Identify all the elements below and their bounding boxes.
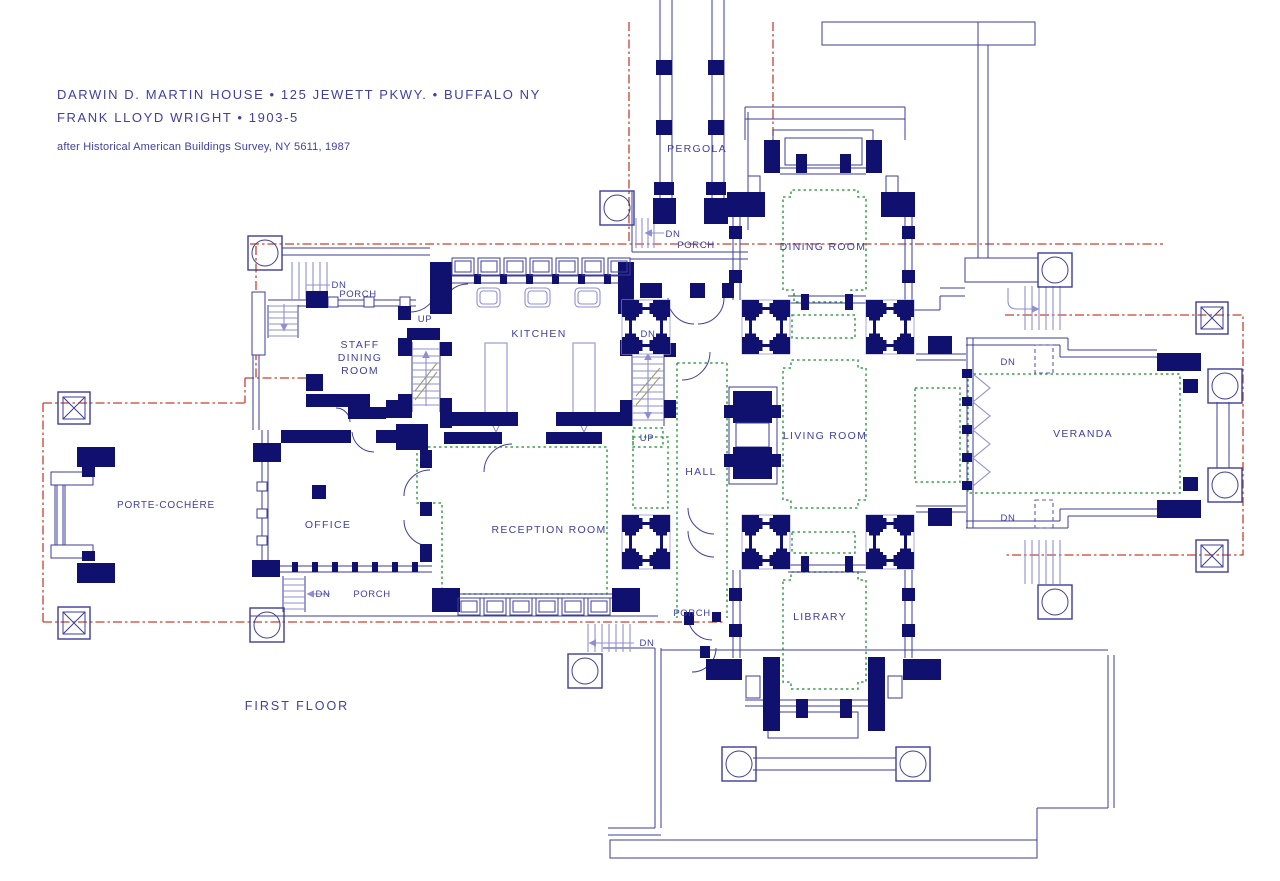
room-label-kitchen: KITCHEN (511, 328, 566, 340)
room-label-staff-dining-2: DINING (338, 352, 383, 364)
stair-label-dn-hall-stair: DN (641, 329, 656, 340)
drawing-title-line1: DARWIN D. MARTIN HOUSE • 125 JEWETT PKWY… (57, 87, 541, 102)
stair-label-dn-staff-porch: DN (332, 280, 347, 291)
room-label-veranda: VERANDA (1053, 428, 1113, 440)
porch-label-library: PORCH (673, 608, 710, 619)
room-label-staff-dining-1: STAFF (341, 339, 380, 351)
fireplace (724, 386, 781, 485)
room-label-pergola: PERGOLA (667, 143, 727, 155)
masonry-piers (77, 60, 1201, 731)
stair-label-dn-veranda-north: DN (1001, 357, 1016, 368)
drawing-attribution: after Historical American Buildings Surv… (57, 141, 350, 153)
stair-label-dn-entry-porch: DN (666, 229, 681, 240)
stair-label-dn-office-porch: DN (316, 589, 331, 600)
room-label-porte-cochere: PORTE-COCHÉRE (117, 498, 215, 511)
room-label-hall: HALL (685, 466, 716, 478)
pier-clusters (622, 300, 914, 569)
stair-label-up-staff-stair: UP (418, 314, 432, 325)
roof-section-lines (42, 22, 1244, 623)
stair-label-up-hall-stair: UP (640, 433, 654, 444)
drawing-title-line2: FRANK LLOYD WRIGHT • 1903-5 (57, 110, 299, 125)
porch-label-entry: PORCH (677, 240, 714, 251)
dashed-planters (1034, 344, 1054, 529)
planter-urns (247, 190, 1243, 782)
room-label-reception: RECEPTION ROOM (491, 524, 606, 536)
stairs-and-fixtures (268, 218, 1061, 652)
text-labels: DARWIN D. MARTIN HOUSE • 125 JEWETT PKWY… (57, 87, 1113, 713)
room-label-office: OFFICE (305, 519, 351, 531)
floor-label: FIRST FLOOR (245, 699, 349, 713)
stair-label-dn-library-porch: DN (640, 638, 655, 649)
stair-break-lines (414, 362, 661, 406)
porch-label-staff: PORCH (339, 289, 376, 300)
room-label-dining: DINING ROOM (780, 241, 867, 253)
room-label-staff-dining-3: ROOM (341, 365, 379, 377)
porch-label-office: PORCH (353, 589, 390, 600)
stair-label-dn-veranda-south: DN (1001, 513, 1016, 524)
room-label-library: LIBRARY (793, 611, 847, 623)
room-label-living: LIVING ROOM (783, 430, 867, 442)
